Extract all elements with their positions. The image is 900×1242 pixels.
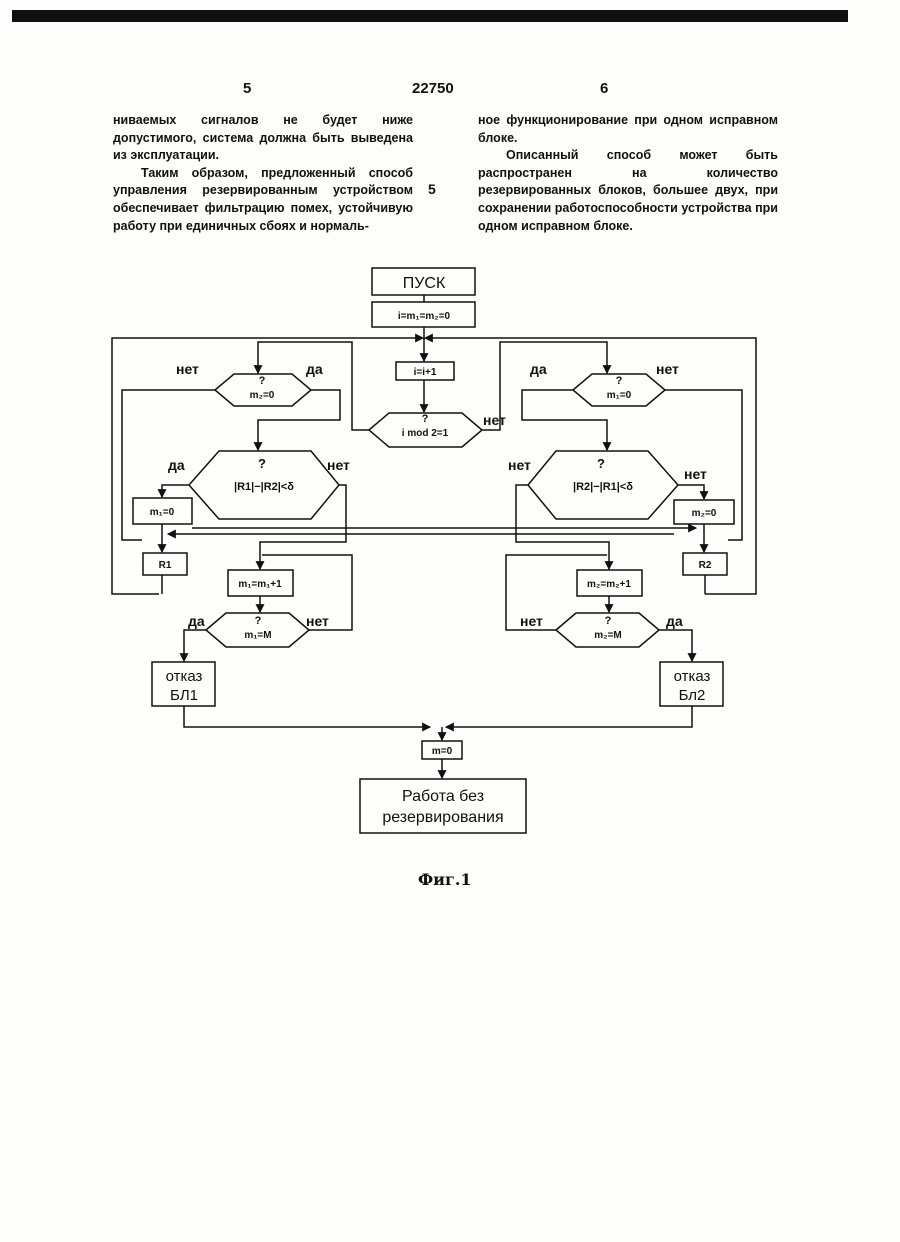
start-label: ПУСК [403, 275, 446, 292]
m-reset-label: m=0 [432, 746, 453, 757]
diff-left-question: ? [258, 456, 266, 471]
m1-limit-label: m₁=M [244, 630, 271, 641]
branch-yes-label: да [168, 457, 185, 473]
m2-reset-label: m₂=0 [692, 508, 717, 519]
branch-yes-label: да [666, 613, 683, 629]
diff-right-question: ? [597, 456, 605, 471]
m2-check-question: ? [259, 375, 266, 387]
branch-no-label: нет [684, 466, 707, 482]
flowchart-figure: ПУСК i=m₁=m₂=0 i=i+1 ? i mod 2=1 ? m₂=0 … [0, 0, 900, 900]
m1-check-label: m₁=0 [607, 390, 632, 401]
branch-no-label: нет [508, 457, 531, 473]
r1-label: R1 [159, 560, 172, 571]
m2-limit-question: ? [605, 615, 612, 627]
m1-reset-label: m₁=0 [150, 507, 175, 518]
diff-right-label: |R2|−|R1|<δ [573, 481, 633, 493]
m2-inc-label: m₂=m₂+1 [587, 579, 631, 590]
fail-b1-line2: БЛ1 [170, 687, 198, 704]
fail-b1-line1: отказ [166, 668, 203, 685]
branch-no-label: нет [306, 613, 329, 629]
diff-left-label: |R1|−|R2|<δ [234, 481, 294, 493]
branch-no-label: нет [656, 361, 679, 377]
increment-label: i=i+1 [414, 367, 437, 378]
branch-no-label: нет [176, 361, 199, 377]
mod-check-question: ? [422, 413, 429, 425]
branch-yes-label: да [530, 361, 547, 377]
fail-b2-line1: отказ [674, 668, 711, 685]
init-label: i=m₁=m₂=0 [398, 311, 451, 322]
fail-b2-line2: Бл2 [679, 687, 706, 704]
end-label-line1: Работа без [402, 788, 484, 805]
m2-limit-label: m₂=M [594, 630, 622, 641]
m1-inc-label: m₁=m₁+1 [238, 579, 282, 590]
branch-yes-label: да [306, 361, 323, 377]
branch-yes-label: да [188, 613, 205, 629]
figure-caption: Фиг.1 [418, 870, 472, 889]
m2-check-label: m₂=0 [250, 390, 275, 401]
mod-check-label: i mod 2=1 [402, 428, 449, 439]
branch-no-label: нет [327, 457, 350, 473]
m1-check-question: ? [616, 375, 623, 387]
branch-no-label: нет [483, 412, 506, 428]
r2-label: R2 [699, 560, 712, 571]
m1-limit-question: ? [255, 615, 262, 627]
end-label-line2: резервирования [382, 809, 503, 826]
branch-no-label: нет [520, 613, 543, 629]
